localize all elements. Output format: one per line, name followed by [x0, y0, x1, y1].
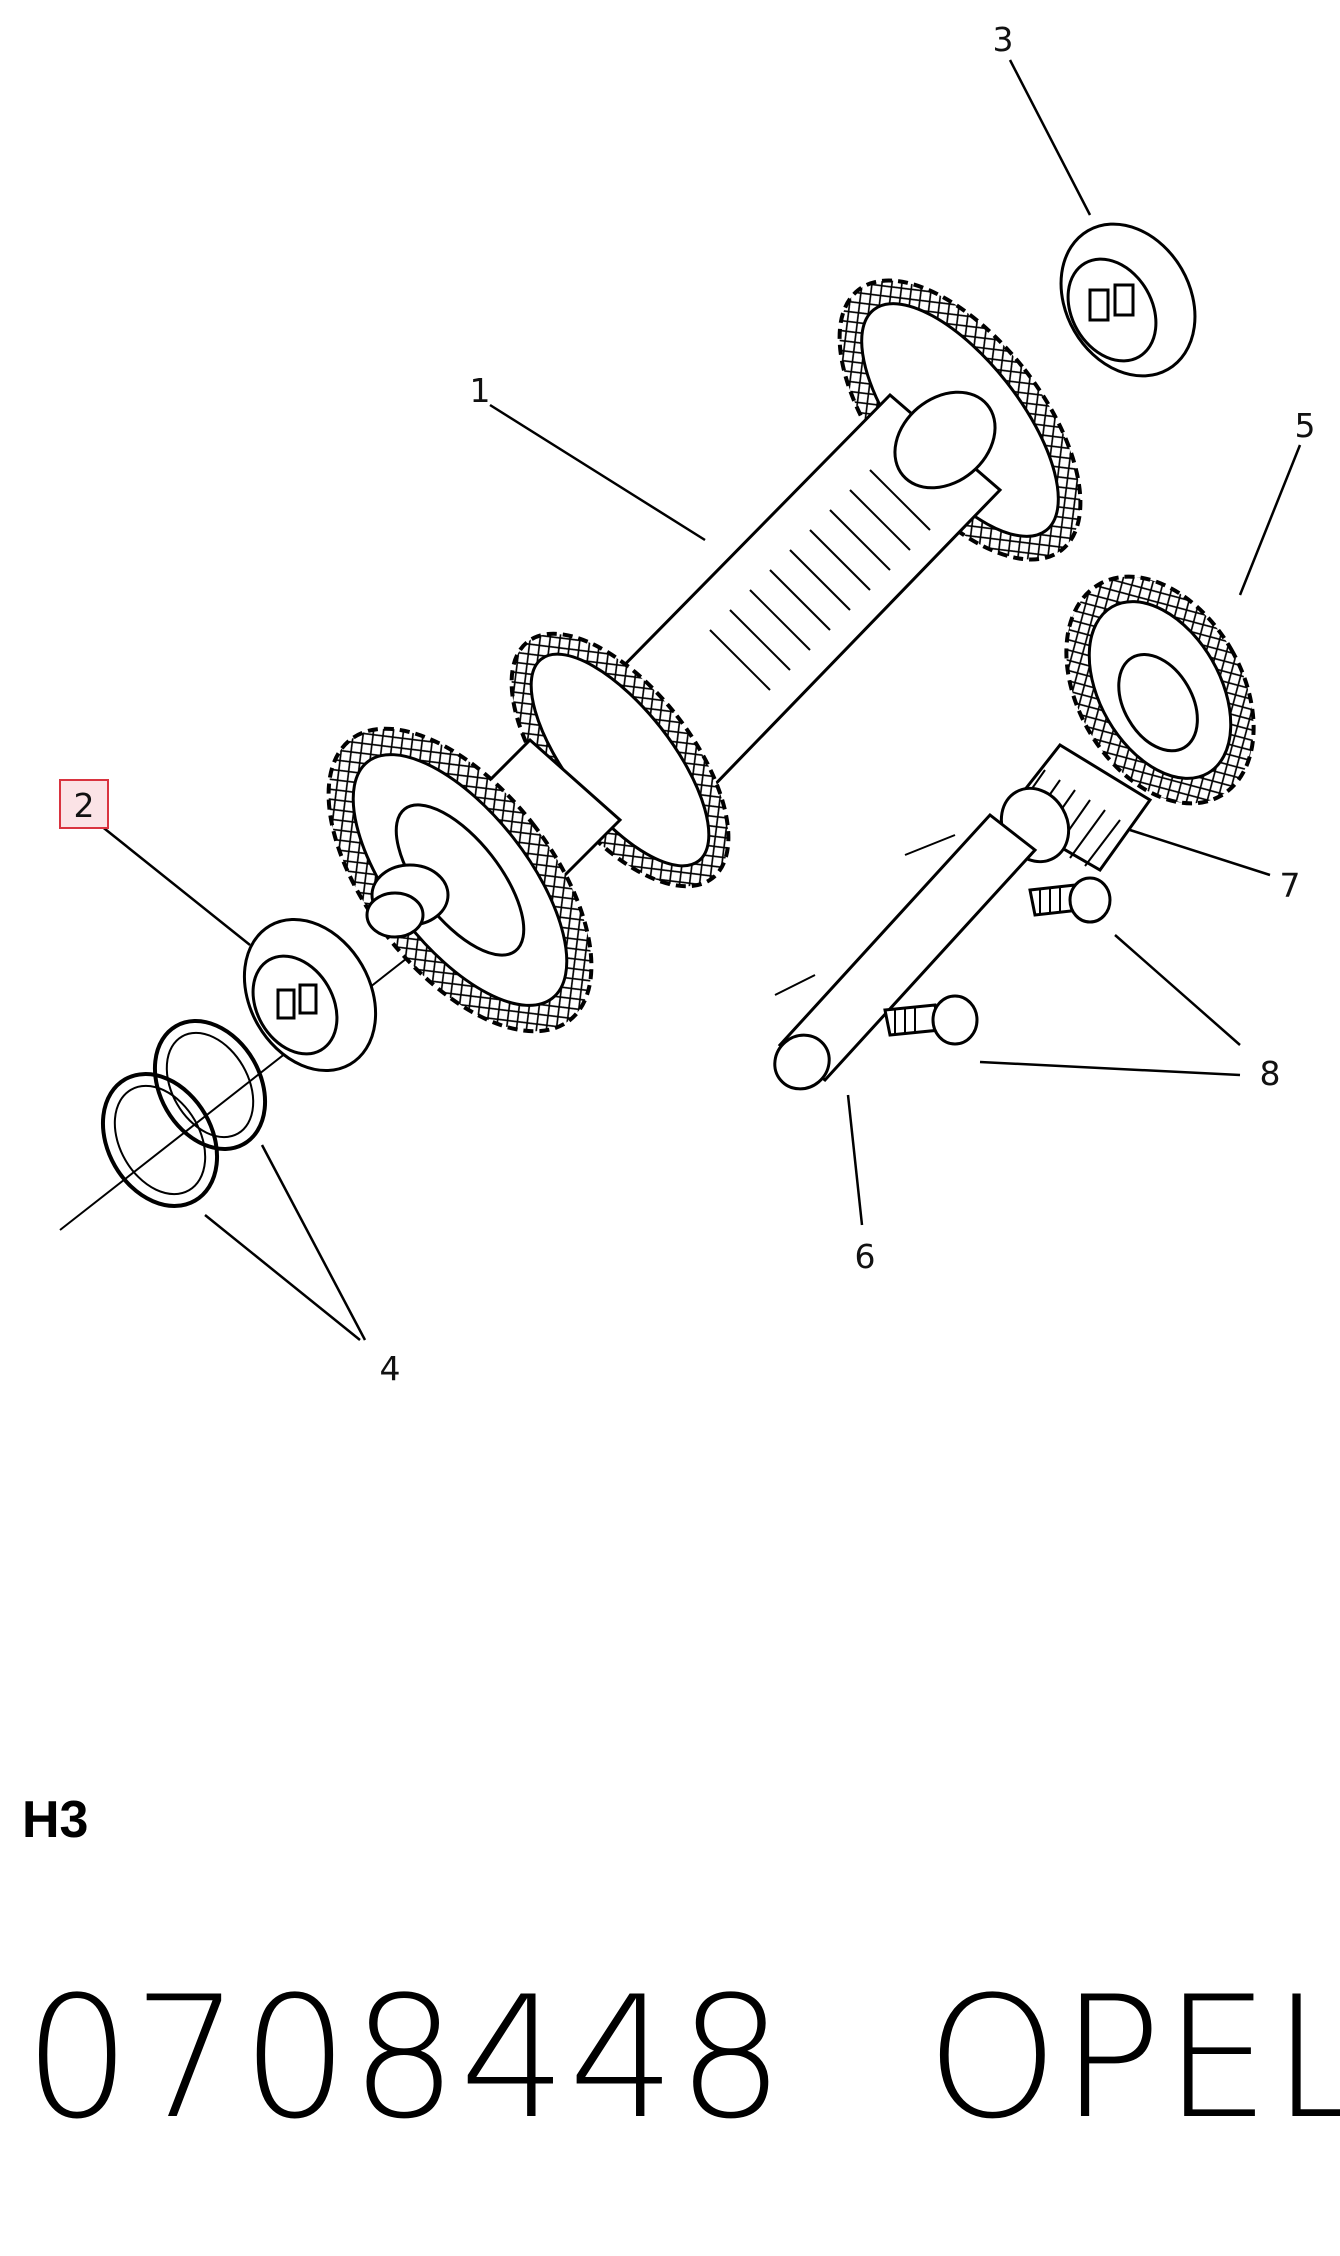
main-shaft: [59, 278, 1083, 1231]
shaft-splines: [709, 469, 931, 691]
callout-7[interactable]: 7: [1280, 866, 1301, 905]
callout-1[interactable]: 1: [470, 371, 491, 410]
part-number: 0708448: [24, 1960, 787, 2156]
section-code: H3: [22, 1791, 89, 1849]
callout-5[interactable]: 5: [1295, 406, 1316, 445]
leader-lines: [99, 59, 1302, 1341]
rear-bearing: [1059, 222, 1197, 378]
callout-3[interactable]: 3: [993, 20, 1014, 59]
callout-8[interactable]: 8: [1260, 1054, 1281, 1093]
callout-6[interactable]: 6: [855, 1237, 876, 1276]
callout-4[interactable]: 4: [380, 1349, 401, 1388]
callout-2-highlight: [59, 779, 109, 829]
callout-2[interactable]: 2: [74, 786, 95, 825]
bolts: [883, 876, 1112, 1046]
idler-gear: [1064, 574, 1256, 806]
brand-name: OPEL: [926, 1960, 1340, 2156]
needle-bearing: [999, 743, 1153, 872]
callout-labels: 1 2 3 4 5 6 7 8: [74, 20, 1316, 1388]
part-number-line: 0708448 OPEL: [24, 1960, 1340, 2156]
middle-gear: [509, 631, 731, 889]
shim-rings: [100, 1019, 268, 1208]
idler-shaft: [773, 812, 1038, 1091]
front-bearing: [242, 918, 378, 1072]
